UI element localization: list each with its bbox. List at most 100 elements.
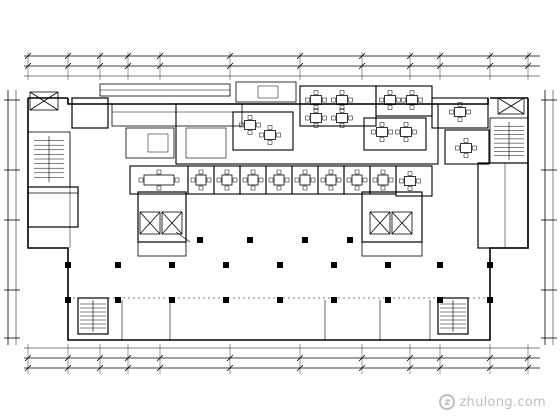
column bbox=[277, 297, 283, 303]
column bbox=[115, 297, 121, 303]
chair bbox=[267, 125, 273, 130]
chair bbox=[247, 115, 253, 120]
left-core-block bbox=[27, 91, 79, 248]
top-dimension-lines bbox=[24, 52, 540, 80]
chair bbox=[403, 122, 409, 127]
column bbox=[223, 262, 229, 268]
chair bbox=[267, 140, 273, 145]
column bbox=[115, 262, 121, 268]
table bbox=[376, 127, 388, 137]
chair bbox=[348, 115, 353, 121]
chair bbox=[276, 132, 281, 138]
table bbox=[336, 113, 348, 123]
chair bbox=[339, 90, 345, 95]
chair bbox=[313, 90, 319, 95]
meeting-room-row bbox=[129, 165, 433, 197]
right-elevator-core bbox=[361, 191, 423, 257]
chair bbox=[449, 109, 454, 115]
chair bbox=[302, 185, 308, 191]
bottom-stairwells bbox=[77, 297, 469, 335]
chair bbox=[259, 132, 264, 138]
chair bbox=[380, 169, 386, 175]
chair bbox=[380, 185, 386, 191]
column bbox=[347, 237, 353, 243]
column bbox=[223, 297, 229, 303]
chair bbox=[399, 178, 404, 184]
table bbox=[273, 174, 285, 186]
chair bbox=[362, 177, 368, 183]
table bbox=[221, 174, 233, 186]
table bbox=[454, 107, 466, 117]
chair bbox=[339, 123, 345, 128]
chair bbox=[284, 177, 290, 183]
chair bbox=[174, 177, 180, 183]
chair bbox=[407, 171, 413, 176]
chair bbox=[313, 108, 319, 113]
column bbox=[277, 262, 283, 268]
chair bbox=[387, 105, 393, 110]
chair bbox=[156, 185, 162, 191]
chair bbox=[371, 129, 376, 135]
left-elevator-core bbox=[137, 191, 191, 257]
chair bbox=[276, 185, 282, 191]
table bbox=[406, 95, 418, 105]
chair bbox=[379, 97, 384, 103]
table bbox=[310, 95, 322, 105]
watermark-text: zhulong.com bbox=[459, 394, 546, 410]
chair bbox=[331, 97, 336, 103]
table bbox=[351, 174, 363, 186]
table bbox=[264, 130, 276, 140]
column bbox=[197, 237, 203, 243]
chair bbox=[322, 115, 327, 121]
chair bbox=[348, 97, 353, 103]
chair bbox=[276, 169, 282, 175]
chair bbox=[305, 97, 310, 103]
chair bbox=[409, 90, 415, 95]
chair bbox=[313, 123, 319, 128]
chair bbox=[224, 185, 230, 191]
chair bbox=[138, 177, 144, 183]
table bbox=[244, 120, 256, 130]
structural-columns bbox=[65, 237, 493, 303]
table bbox=[460, 143, 472, 153]
chair bbox=[268, 177, 274, 183]
chair bbox=[328, 169, 334, 175]
chair bbox=[395, 129, 400, 135]
chair bbox=[346, 177, 352, 183]
chair bbox=[339, 105, 345, 110]
table bbox=[377, 174, 389, 186]
chair bbox=[247, 130, 253, 135]
chair bbox=[242, 177, 248, 183]
chair bbox=[407, 186, 413, 191]
chair bbox=[388, 129, 393, 135]
chair bbox=[379, 122, 385, 127]
chair bbox=[328, 185, 334, 191]
chair bbox=[190, 177, 196, 183]
chair bbox=[302, 169, 308, 175]
chair bbox=[198, 185, 204, 191]
table bbox=[195, 174, 207, 186]
chair bbox=[412, 129, 417, 135]
table bbox=[247, 174, 259, 186]
open-hall bbox=[68, 297, 490, 340]
chair bbox=[156, 169, 162, 175]
column bbox=[65, 262, 71, 268]
upper-corridor bbox=[71, 81, 297, 159]
chair bbox=[463, 138, 469, 143]
chair bbox=[466, 109, 471, 115]
column bbox=[385, 297, 391, 303]
room-furniture bbox=[138, 90, 477, 191]
table bbox=[404, 176, 416, 186]
column bbox=[169, 262, 175, 268]
chair bbox=[310, 177, 316, 183]
chair bbox=[409, 105, 415, 110]
chair bbox=[457, 102, 463, 107]
chair bbox=[372, 177, 378, 183]
column bbox=[385, 262, 391, 268]
chair bbox=[455, 145, 460, 151]
table bbox=[400, 127, 412, 137]
chair bbox=[336, 177, 342, 183]
column bbox=[437, 262, 443, 268]
column bbox=[169, 297, 175, 303]
chair bbox=[418, 97, 423, 103]
